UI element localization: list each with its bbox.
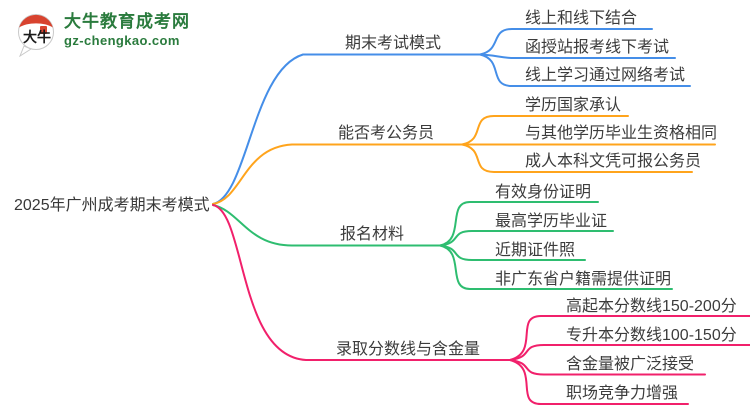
leaf-line xyxy=(479,53,676,59)
branch-label-score-line: 录取分数线与含金量 xyxy=(336,341,481,358)
branch-lines-materials xyxy=(212,201,673,290)
leaf-line xyxy=(439,201,599,247)
leaf-online-network-exam: 线上学习通过网络考试 xyxy=(525,67,686,84)
logo-title: 大牛教育成考网 xyxy=(64,12,190,31)
leaf-line xyxy=(509,359,689,405)
leaf-line xyxy=(461,115,629,146)
leaf-zhuanshengben-score: 专升本分数线100-150分 xyxy=(566,327,737,344)
branch-line xyxy=(212,204,441,247)
leaf-recent-photo: 近期证件照 xyxy=(495,242,576,259)
branch-lines-exam-mode xyxy=(212,28,691,205)
leaf-line xyxy=(509,359,706,376)
branch-lines-score-line xyxy=(212,204,750,405)
logo-icon-text: 大牛 xyxy=(23,29,51,46)
leaf-line xyxy=(509,315,750,361)
branch-label-materials: 报名材料 xyxy=(340,226,405,243)
leaf-line xyxy=(479,53,691,87)
leaf-non-guangdong-proof: 非广东省户籍需提供证明 xyxy=(495,271,672,288)
leaf-line xyxy=(479,28,653,56)
branch-line xyxy=(212,204,511,361)
leaf-line xyxy=(461,143,693,173)
branch-lines-civil-servant xyxy=(212,115,716,205)
leaf-gaoqiben-score: 高起本分数线150-200分 xyxy=(566,298,737,315)
leaf-highest-diploma: 最高学历毕业证 xyxy=(495,213,608,230)
leaf-online-offline: 线上和线下结合 xyxy=(525,10,638,27)
dainiu-logo-icon: 大牛 xyxy=(18,14,54,57)
root-topic: 2025年广州成考期末考模式 xyxy=(14,197,210,214)
leaf-widely-accepted: 含金量被广泛接受 xyxy=(566,356,695,373)
branch-label-civil-servant: 能否考公务员 xyxy=(338,125,435,142)
leaf-equal-qualification: 与其他学历毕业生资格相同 xyxy=(525,125,718,142)
leaf-line xyxy=(509,344,750,361)
leaf-line xyxy=(439,230,614,247)
leaf-career-competitiveness: 职场竞争力增强 xyxy=(566,385,679,402)
site-logo[interactable]: 大牛 大牛教育成考网 gz-chengkao.com xyxy=(16,11,190,57)
leaf-valid-id: 有效身份证明 xyxy=(495,184,592,201)
logo-subtitle: gz-chengkao.com xyxy=(64,33,180,48)
leaf-correspondence-offline: 函授站报考线下考试 xyxy=(525,39,670,56)
branch-line xyxy=(212,53,481,205)
leaf-state-recognized: 学历国家承认 xyxy=(525,97,622,114)
leaf-bachelor-civil-servant: 成人本科文凭可报公务员 xyxy=(525,153,702,170)
branch-label-exam-mode: 期末考试模式 xyxy=(345,35,442,52)
branch-line xyxy=(212,143,463,205)
leaf-line xyxy=(439,244,673,290)
